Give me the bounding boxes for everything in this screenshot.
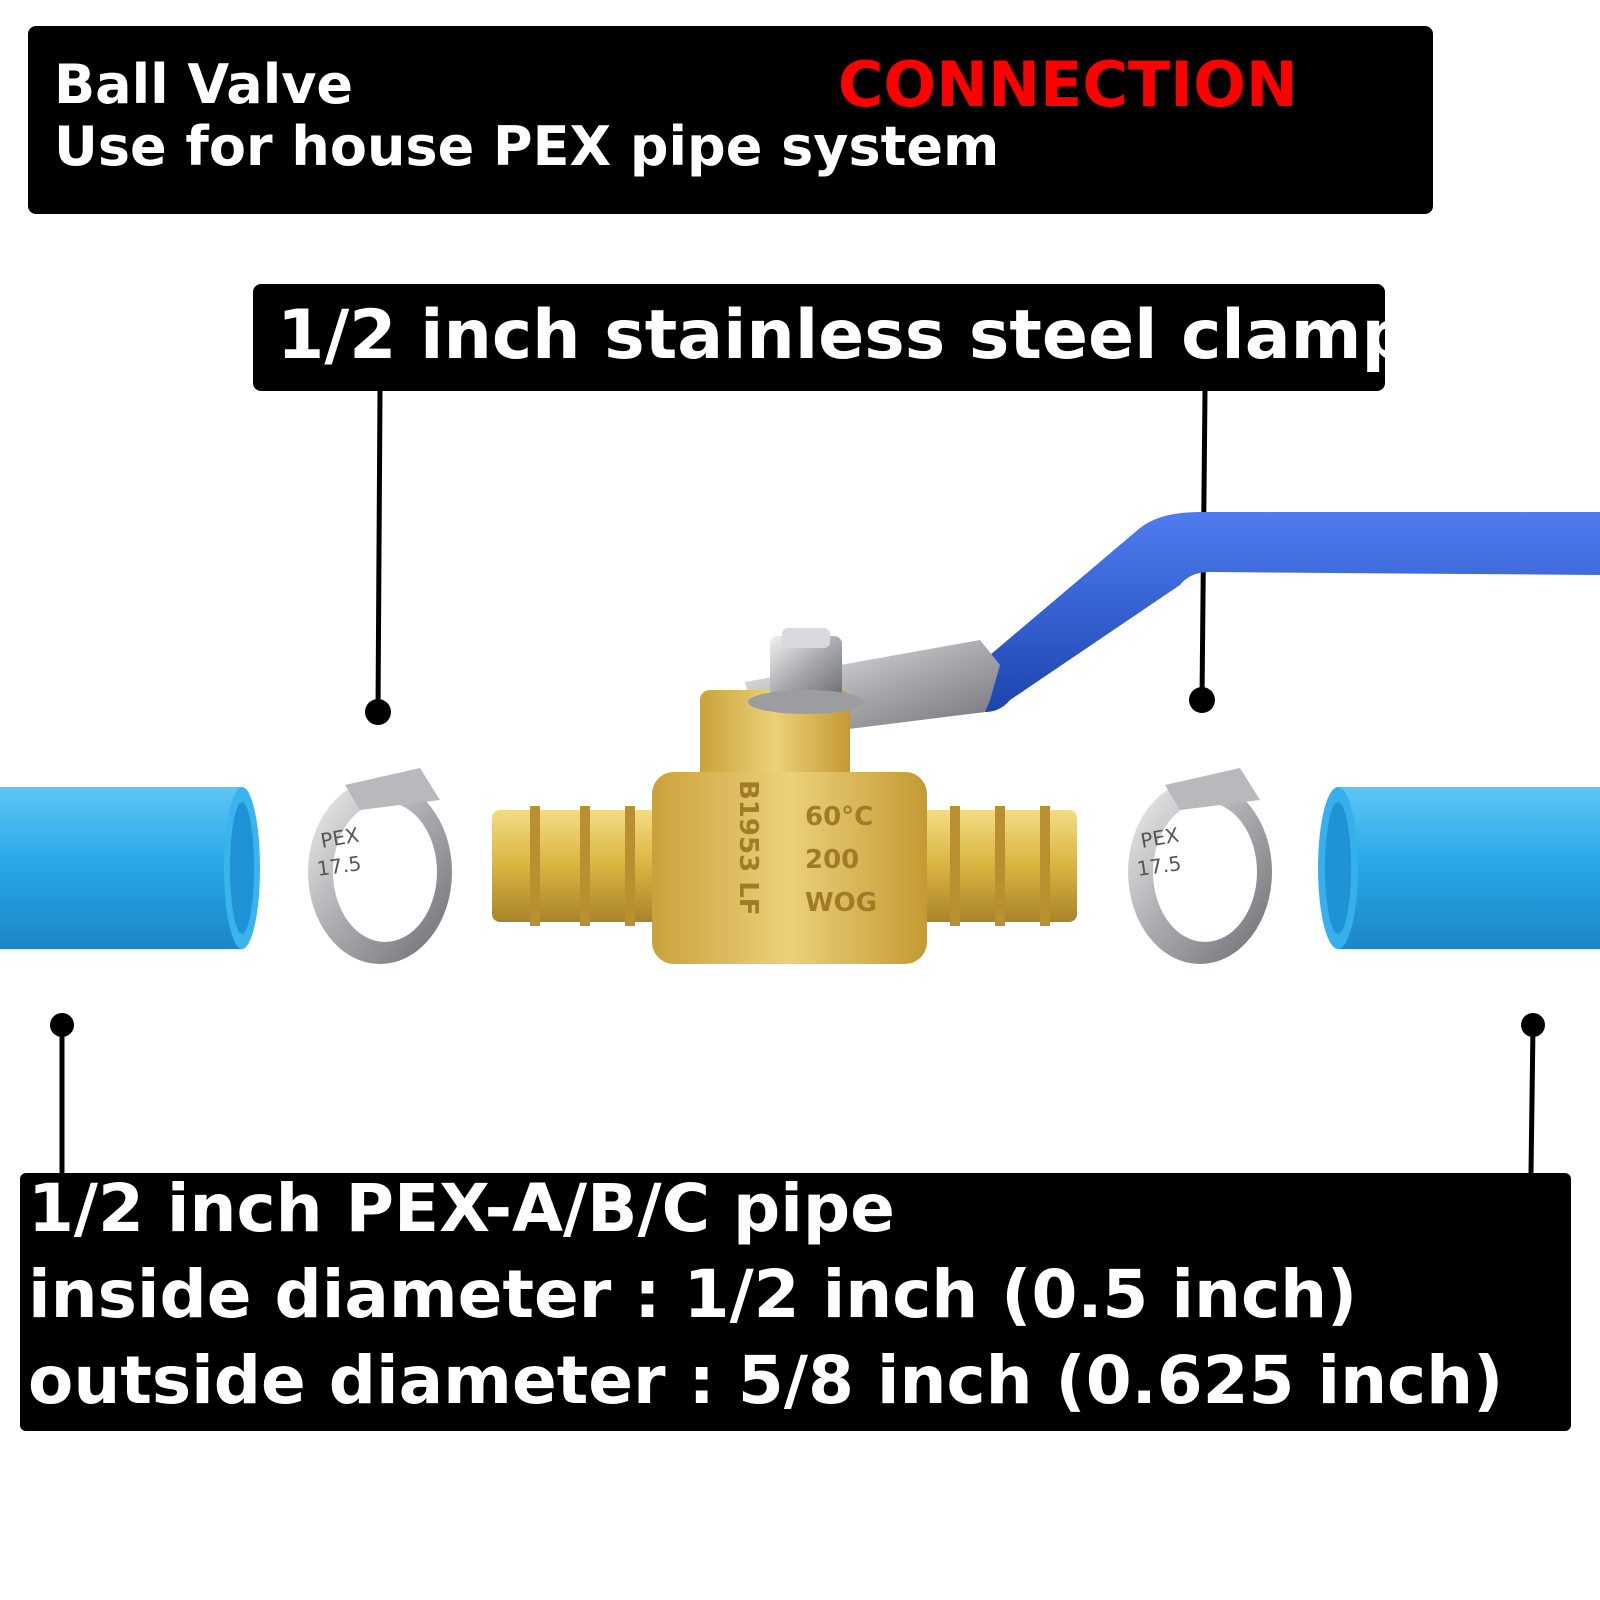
stainless-clamp-left: PEX 17.5: [308, 768, 452, 964]
valve-stem-nut: [748, 628, 864, 714]
pipe-inside-diameter-line: inside diameter : 1/2 inch (0.5 inch): [28, 1256, 1358, 1333]
header-panel: Ball Valve Use for house PEX pipe system…: [28, 26, 1433, 214]
brass-barb-right: [915, 806, 1077, 926]
pipe-pointer-right: [1521, 1013, 1545, 1174]
valve-body-marking-temp: 60°C: [805, 802, 873, 832]
clamp-pointer-left: [365, 390, 391, 725]
pipe-type-line: 1/2 inch PEX-A/B/C pipe: [28, 1170, 895, 1247]
pipe-info-panel: 1/2 inch PEX-A/B/C pipe inside diameter …: [20, 1170, 1571, 1431]
stainless-clamp-right: PEX 17.5: [1128, 768, 1272, 964]
brass-barb-left: [492, 806, 662, 926]
valve-body-marking-pressure: 200: [805, 845, 859, 875]
clamp-label: 1/2 inch stainless steel clamp: [277, 296, 1411, 375]
product-title: Ball Valve: [54, 53, 354, 116]
pipe-pointer-left: [50, 1013, 74, 1173]
valve-body: B1953 LF 60°C 200 WOG: [652, 690, 927, 964]
pex-pipe-left: [0, 787, 260, 949]
valve-body-marking-left: B1953 LF: [733, 780, 763, 916]
valve-body-marking-rating: WOG: [805, 888, 877, 918]
pex-pipe-right: [1318, 787, 1600, 949]
pipe-outside-diameter-line: outside diameter : 5/8 inch (0.625 inch): [28, 1342, 1504, 1419]
connection-heading: CONNECTION: [838, 48, 1298, 121]
clamp-label-panel: 1/2 inch stainless steel clamp: [253, 284, 1410, 391]
product-subtitle: Use for house PEX pipe system: [54, 115, 1000, 178]
